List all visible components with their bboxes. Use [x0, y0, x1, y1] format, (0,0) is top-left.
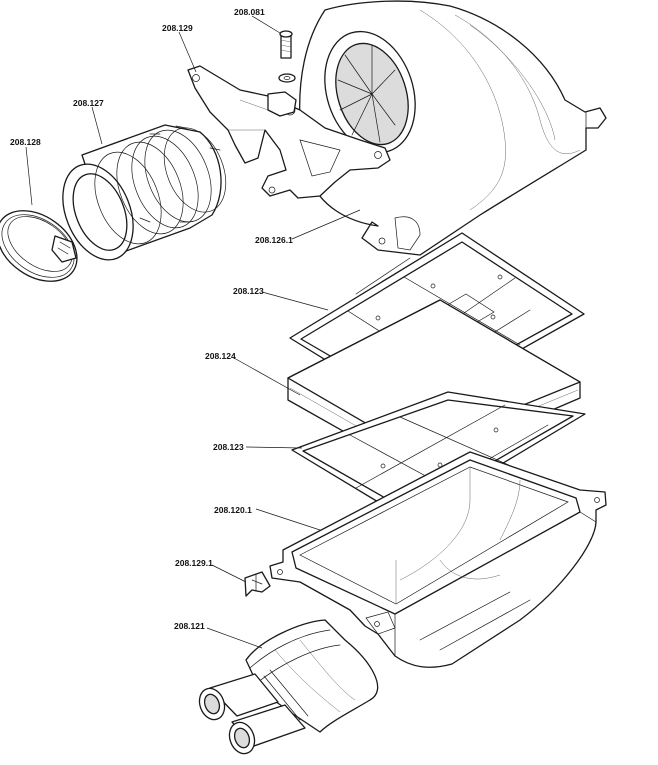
airbox-lower [269, 451, 607, 668]
label-208-126-1: 208.126.1 [255, 235, 293, 245]
filter-grid-lower [291, 391, 586, 521]
label-208-129-1: 208.129.1 [175, 558, 213, 568]
small-clip [244, 571, 271, 597]
label-208-121: 208.121 [174, 621, 205, 631]
label-208-124: 208.124 [205, 351, 236, 361]
leader-lines [25, 15, 361, 649]
label-208-129: 208.129 [162, 23, 193, 33]
label-208-127: 208.127 [73, 98, 104, 108]
intake-manifold [198, 619, 379, 755]
hose-clamp [0, 210, 78, 282]
label-208-081: 208.081 [234, 7, 265, 17]
intake-bellows [62, 124, 227, 261]
mounting-bracket [187, 65, 391, 199]
label-208-128: 208.128 [10, 137, 41, 147]
airbox-cover [299, 0, 607, 256]
label-208-120-1: 208.120.1 [214, 505, 252, 515]
bolt-and-washer [278, 30, 296, 83]
label-208-123-lower: 208.123 [213, 442, 244, 452]
label-208-123-upper: 208.123 [233, 286, 264, 296]
